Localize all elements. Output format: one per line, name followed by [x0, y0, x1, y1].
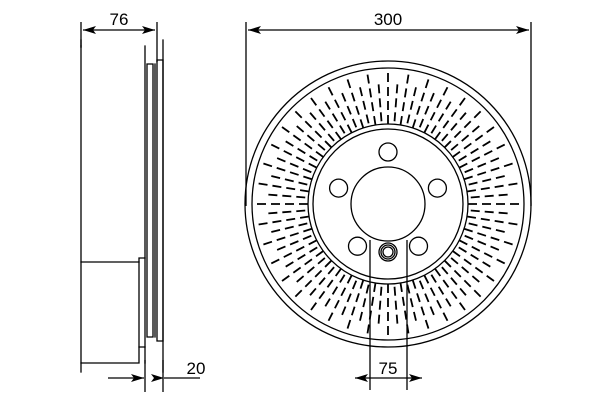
bolt-hole — [347, 236, 368, 256]
dimension-label-20: 20 — [187, 359, 206, 378]
inner-friction-ring — [146, 63, 154, 338]
hub-flange-outer-circle — [307, 123, 469, 285]
bolt-hole-group — [328, 142, 448, 256]
bolt-hole — [328, 178, 349, 198]
side-view-dimensions — [80, 22, 200, 392]
cooling-vane-pattern — [257, 73, 519, 335]
threaded-hole-outer — [378, 242, 398, 262]
threaded-hole-mid — [380, 244, 396, 260]
locating-threaded-hole — [378, 242, 398, 262]
front-view-dimensions — [245, 22, 532, 390]
disc-outer-circle-inner — [251, 67, 525, 341]
center-bore-circle — [350, 166, 426, 242]
disc-hub-outline-lower — [80, 261, 146, 364]
bolt-hole — [427, 178, 448, 198]
bolt-hole — [408, 236, 429, 256]
hub-flange-inner-circle — [312, 128, 464, 280]
outer-friction-ring — [156, 59, 164, 342]
dimension-label-75: 75 — [379, 359, 398, 378]
side-section-view — [80, 39, 164, 373]
disc-hub-outline — [80, 45, 146, 263]
dimension-label-76: 76 — [110, 10, 129, 29]
dimension-label-300: 300 — [374, 10, 402, 29]
front-face-view — [244, 60, 532, 348]
threaded-hole-inner — [382, 246, 394, 258]
bolt-hole — [378, 142, 398, 162]
